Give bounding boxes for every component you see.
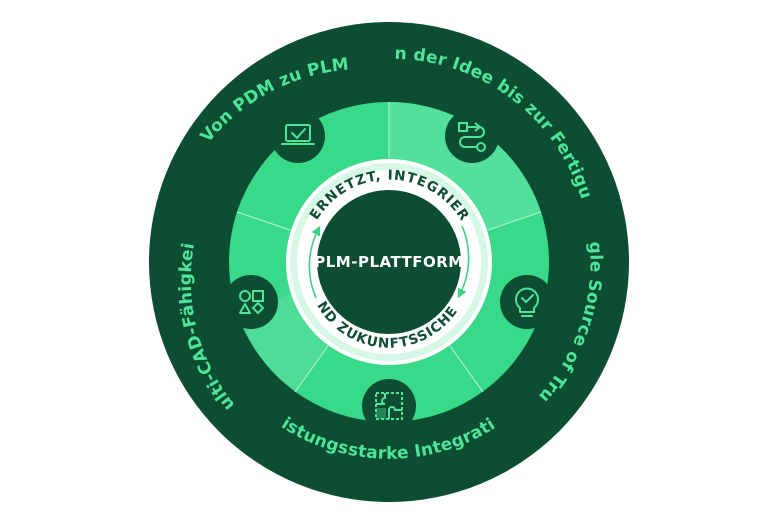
left-rotation-arrow xyxy=(308,225,321,299)
center-title: PLM-PLATTFORM xyxy=(314,253,463,271)
process-flow-icon xyxy=(445,109,499,163)
lightbulb-check-icon xyxy=(500,275,554,329)
center-core xyxy=(317,190,461,334)
laptop-check-icon xyxy=(271,109,325,163)
puzzle-icon xyxy=(362,379,416,433)
right-rotation-arrow xyxy=(457,225,470,299)
segment-dividers xyxy=(236,102,542,393)
shapes-icon xyxy=(224,275,278,329)
